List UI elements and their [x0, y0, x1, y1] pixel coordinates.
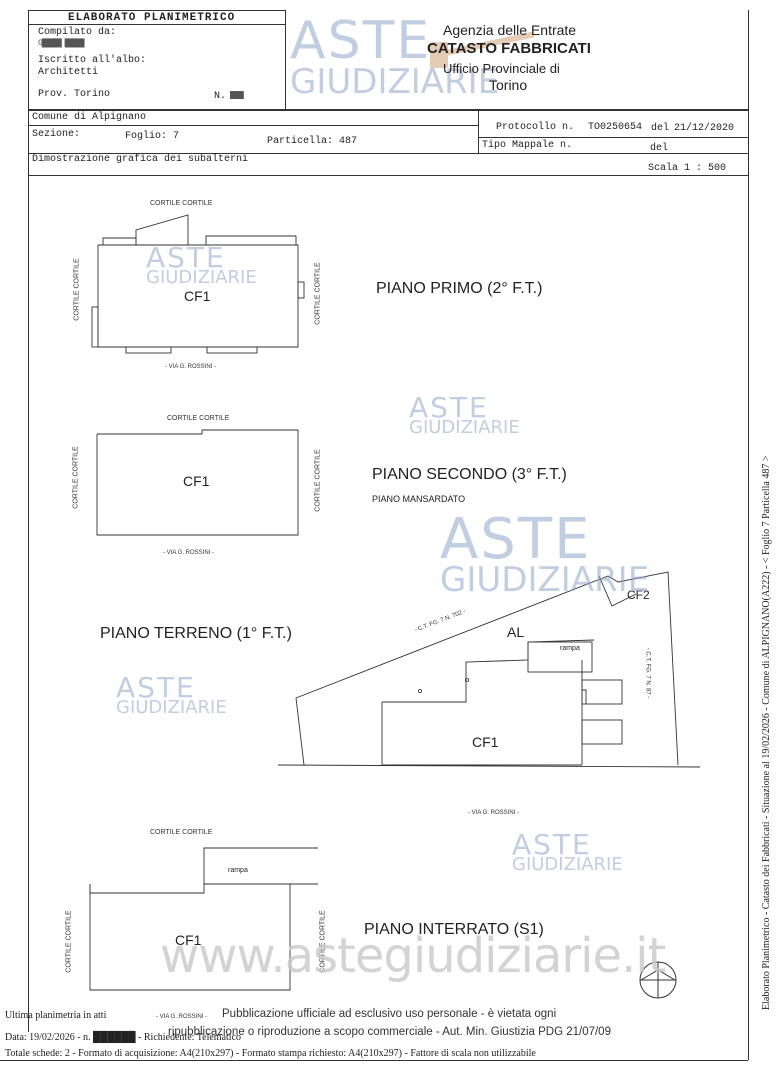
aste-watermark-5: ASTE GIUDIZIARIE	[512, 828, 623, 876]
compilato-label: Compilato da:	[38, 27, 117, 38]
n-value: ████	[230, 92, 244, 100]
plan-interrato	[89, 847, 318, 991]
header-title-divider	[28, 24, 286, 25]
aste-watermark-3: ASTE GIUDIZIARIE	[440, 507, 650, 601]
floor-label-terreno: PIANO TERRENO (1° F.T.)	[100, 625, 292, 642]
info-divider-3	[478, 137, 748, 138]
frame-left	[28, 10, 29, 1032]
scala-label: Scala 1 : 500	[648, 163, 727, 174]
terreno-rampa: rampa	[560, 645, 580, 652]
agency-line1: Agenzia delle Entrate	[443, 22, 577, 38]
secondo-via: - VIA G. ROSSINI -	[163, 550, 215, 556]
floor-label-interrato: PIANO INTERRATO (S1)	[364, 921, 544, 938]
footer-ultima: Ultima planimetria in atti	[5, 1010, 107, 1021]
aste-watermark-4: ASTE GIUDIZIARIE	[116, 671, 227, 719]
watermark-url: www.astegiudiziarie.it	[160, 928, 666, 984]
interrato-cf1: CF1	[175, 932, 202, 948]
interrato-rampa: rampa	[228, 867, 248, 874]
interrato-via: - VIA G. ROSSINI -	[156, 1014, 208, 1020]
terreno-cf2: CF2	[627, 588, 650, 602]
info-divider-1	[28, 110, 748, 111]
interrato-cortile-left: CORTILE CORTILE	[65, 910, 73, 973]
footer-vertical-text: Elaborato Planimetrico - Catasto dei Fab…	[761, 455, 772, 1010]
dimostrazione-label: Dimostrazione grafica dei subalterni	[32, 154, 249, 165]
watermark-notice-2: ripubblicazione o riproduzione a scopo c…	[168, 1026, 611, 1038]
plan-secondo	[96, 429, 299, 536]
aste-watermark-2: ASTE GIUDIZIARIE	[409, 391, 520, 439]
iscritto-value: Architetti	[38, 67, 99, 78]
elaborato-title: ELABORATO PLANIMETRICO	[68, 12, 236, 24]
tipo-del-label: del	[650, 143, 669, 154]
primo-cortile-left: CORTILE CORTILE	[73, 258, 81, 321]
sezione-label: Sezione:	[32, 129, 81, 140]
compilato-value: G█████ █████	[38, 39, 85, 48]
floor-label-primo: PIANO PRIMO (2° F.T.)	[376, 280, 543, 297]
n-label: N.	[214, 91, 227, 102]
protocollo-date: 21/12/2020	[674, 123, 735, 134]
terreno-ct-87: - C.T. FG. 7 N. 87 -	[644, 647, 651, 699]
primo-cortile-right: CORTILE CORTILE	[314, 262, 322, 325]
plan-terreno	[277, 571, 701, 768]
secondo-cortile-left: CORTILE CORTILE	[72, 446, 80, 509]
north-arrow-icon	[639, 961, 677, 999]
agency-line3: Ufficio Provinciale di	[443, 61, 560, 76]
frame-right	[748, 10, 749, 1060]
protocollo-label: Protocollo n.	[496, 122, 575, 133]
floor-label-secondo: PIANO SECONDO (3° F.T.)	[372, 466, 567, 483]
frame-bottom	[0, 1060, 748, 1061]
tipo-mappale-label: Tipo Mappale n.	[482, 140, 573, 151]
primo-cortile-top: CORTILE CORTILE	[150, 200, 213, 207]
info-vertical-divider	[478, 110, 479, 153]
foglio-label: Foglio: 7	[125, 131, 180, 142]
comune-label: Comune di Alpignano	[32, 112, 147, 123]
secondo-cortile-right: CORTILE CORTILE	[314, 449, 322, 512]
secondo-cf1: CF1	[183, 473, 210, 489]
info-divider-4	[28, 153, 748, 154]
floor-sublabel-mansardato: PIANO MANSARDATO	[372, 494, 466, 504]
agency-line4: Torino	[489, 77, 528, 93]
info-divider-5	[28, 175, 748, 176]
terreno-cf1: CF1	[472, 734, 499, 750]
terreno-al: AL	[507, 624, 525, 640]
particella-label: Particella: 487	[267, 136, 358, 147]
footer-data-line: Data: 19/02/2026 - n. ██████ - Richieden…	[5, 1032, 242, 1043]
aste-watermark-logo-top: ASTE GIUDIZIARIE	[290, 11, 500, 102]
watermark-notice-1: Pubblicazione ufficiale ad esclusivo uso…	[222, 1008, 557, 1020]
terreno-via: - VIA G. ROSSINI -	[468, 810, 520, 816]
aste-watermark-1: ASTE GIUDIZIARIE	[146, 241, 257, 289]
interrato-cortile-top: CORTILE CORTILE	[150, 829, 213, 836]
gavel-icon	[430, 31, 535, 68]
iscritto-label: Iscritto all'albo:	[38, 55, 147, 66]
primo-via: - VIA G. ROSSINI -	[165, 364, 217, 370]
info-divider-2	[28, 125, 478, 126]
protocollo-value: TO0250654	[588, 122, 643, 133]
plan-primo	[91, 214, 305, 354]
header-right-box	[285, 10, 748, 110]
prov-label: Prov. Torino	[38, 89, 111, 100]
protocollo-del-label: del	[651, 123, 670, 134]
secondo-cortile-top: CORTILE CORTILE	[167, 415, 230, 422]
agency-line2: CATASTO FABBRICATI	[427, 40, 591, 57]
footer-totale-line: Totale schede: 2 - Formato di acquisizio…	[5, 1048, 536, 1059]
primo-cf1: CF1	[184, 288, 211, 304]
